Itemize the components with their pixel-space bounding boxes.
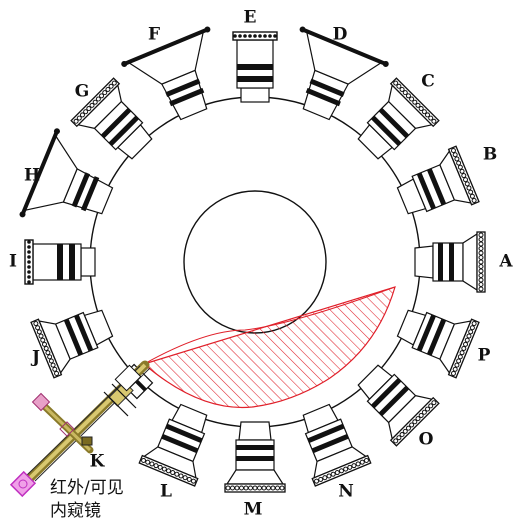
field-of-view-boundary [143, 286, 396, 365]
labels-layer: A B C D E F G H I J K L M N O P [9, 8, 513, 520]
port-label-o: O [419, 430, 434, 450]
port-e [232, 31, 278, 103]
port-j [30, 309, 114, 379]
port-label-h: H [24, 166, 40, 186]
port-label-b: B [483, 145, 497, 165]
port-p [396, 309, 480, 379]
port-label-p: P [478, 346, 491, 366]
field-of-view-region [142, 286, 396, 409]
port-label-a: A [498, 252, 513, 272]
caption-line-2: 内窥镜 [50, 501, 101, 521]
port-c [357, 77, 440, 160]
port-label-i: I [9, 252, 17, 272]
central-column-circle [183, 190, 327, 334]
port-o [357, 364, 440, 447]
port-b [396, 145, 480, 215]
caption-line-1: 红外/可见 [50, 478, 124, 498]
port-label-l: L [160, 482, 172, 502]
port-label-d: D [333, 25, 348, 45]
port-a [414, 231, 486, 293]
ports-layer [19, 26, 486, 493]
port-d [299, 26, 389, 121]
port-label-m: M [244, 500, 263, 520]
port-m [224, 421, 286, 493]
port-n [302, 403, 372, 487]
port-f [121, 26, 211, 121]
port-h [19, 128, 114, 218]
endoscope-assembly [9, 360, 151, 498]
port-g [70, 77, 153, 160]
port-label-c: C [421, 72, 435, 92]
port-label-j: J [30, 348, 40, 368]
port-label-k: K [90, 452, 106, 472]
port-label-n: N [338, 482, 354, 502]
port-label-e: E [244, 8, 257, 28]
port-l [138, 403, 208, 487]
port-label-f: F [148, 25, 160, 45]
port-label-g: G [75, 82, 90, 102]
port-i [24, 239, 96, 285]
